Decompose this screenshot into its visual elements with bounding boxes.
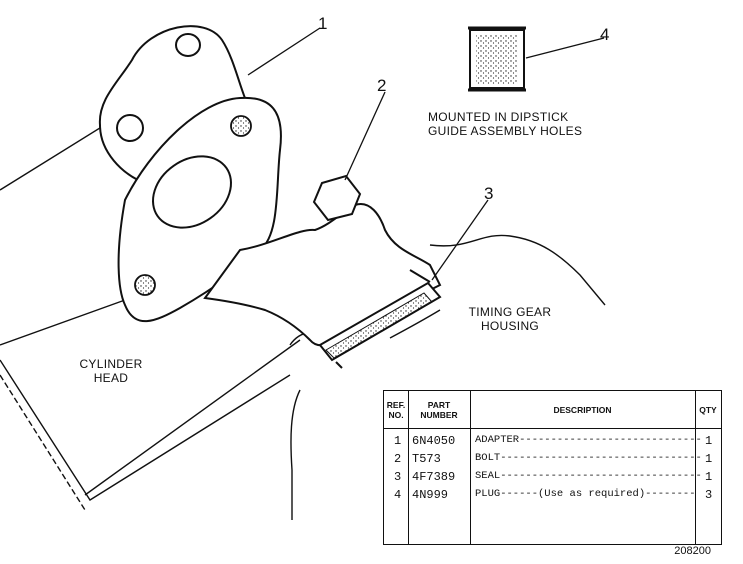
row-desc: BOLT-------------------------------- xyxy=(475,452,702,464)
cylinder-head-line1: CYLINDER xyxy=(79,357,143,371)
timing-gear-line2: HOUSING xyxy=(480,319,540,333)
plug-note: MOUNTED IN DIPSTICK GUIDE ASSEMBLY HOLES xyxy=(428,110,582,138)
parts-table: REF. NO. PART NUMBER DESCRIPTION QTY 1 6… xyxy=(383,390,722,545)
table-row: 1 6N4050 ADAPTER------------------------… xyxy=(384,434,721,452)
row-qty: 1 xyxy=(705,470,713,484)
row-ref: 2 xyxy=(394,452,402,466)
callout-4: 4 xyxy=(600,25,610,44)
adapter-holes xyxy=(116,33,232,229)
row-qty: 1 xyxy=(705,434,713,448)
plug-part xyxy=(468,26,526,92)
cylinder-head-line2: HEAD xyxy=(93,371,129,385)
seal-part xyxy=(318,269,442,369)
timing-gear-line1: TIMING GEAR xyxy=(468,305,552,319)
header-ref: REF. NO. xyxy=(384,391,408,429)
row-desc: ADAPTER----------------------------- xyxy=(475,434,702,446)
row-ref: 4 xyxy=(394,488,402,502)
adapter-part xyxy=(98,25,442,347)
header-description: DESCRIPTION xyxy=(470,391,695,429)
row-ref: 3 xyxy=(394,470,402,484)
row-part: T573 xyxy=(412,452,441,466)
header-qty: QTY xyxy=(695,391,721,429)
row-qty: 3 xyxy=(705,488,713,502)
row-qty: 1 xyxy=(705,452,713,466)
row-desc: PLUG------(Use as required)-------- xyxy=(475,488,696,500)
leader-lines xyxy=(247,27,605,281)
table-row: 2 T573 BOLT-----------------------------… xyxy=(384,452,721,470)
header-part-line1: PART xyxy=(427,399,451,410)
callout-3: 3 xyxy=(484,184,494,203)
table-row: 3 4F7389 SEAL---------------------------… xyxy=(384,470,721,488)
header-description-text: DESCRIPTION xyxy=(553,404,612,415)
column-divider xyxy=(695,391,696,544)
timing-gear-label: TIMING GEAR HOUSING xyxy=(462,305,558,333)
table-row: 4 4N999 PLUG------(Use as required)-----… xyxy=(384,488,721,506)
row-desc: SEAL-------------------------------- xyxy=(475,470,702,482)
header-ref-line2: NO. xyxy=(388,409,404,420)
row-part: 4F7389 xyxy=(412,470,456,484)
header-part-line2: NUMBER xyxy=(420,409,458,420)
callout-1: 1 xyxy=(318,14,328,33)
figure-number: 208200 xyxy=(674,545,711,557)
header-ref-line1: REF. xyxy=(386,399,406,410)
bolt-heads xyxy=(134,115,252,296)
plug-note-line2: GUIDE ASSEMBLY HOLES xyxy=(428,124,583,138)
row-part: 6N4050 xyxy=(412,434,456,448)
row-part: 4N999 xyxy=(412,488,449,502)
column-divider xyxy=(470,391,471,544)
column-divider xyxy=(408,391,409,544)
header-part: PART NUMBER xyxy=(408,391,470,429)
cylinder-head-label: CYLINDER HEAD xyxy=(76,357,146,385)
plug-note-line1: MOUNTED IN DIPSTICK xyxy=(428,110,569,124)
header-qty-text: QTY xyxy=(699,404,717,415)
hex-bolt-part xyxy=(312,174,362,222)
row-ref: 1 xyxy=(394,434,402,448)
callout-2: 2 xyxy=(377,76,387,95)
